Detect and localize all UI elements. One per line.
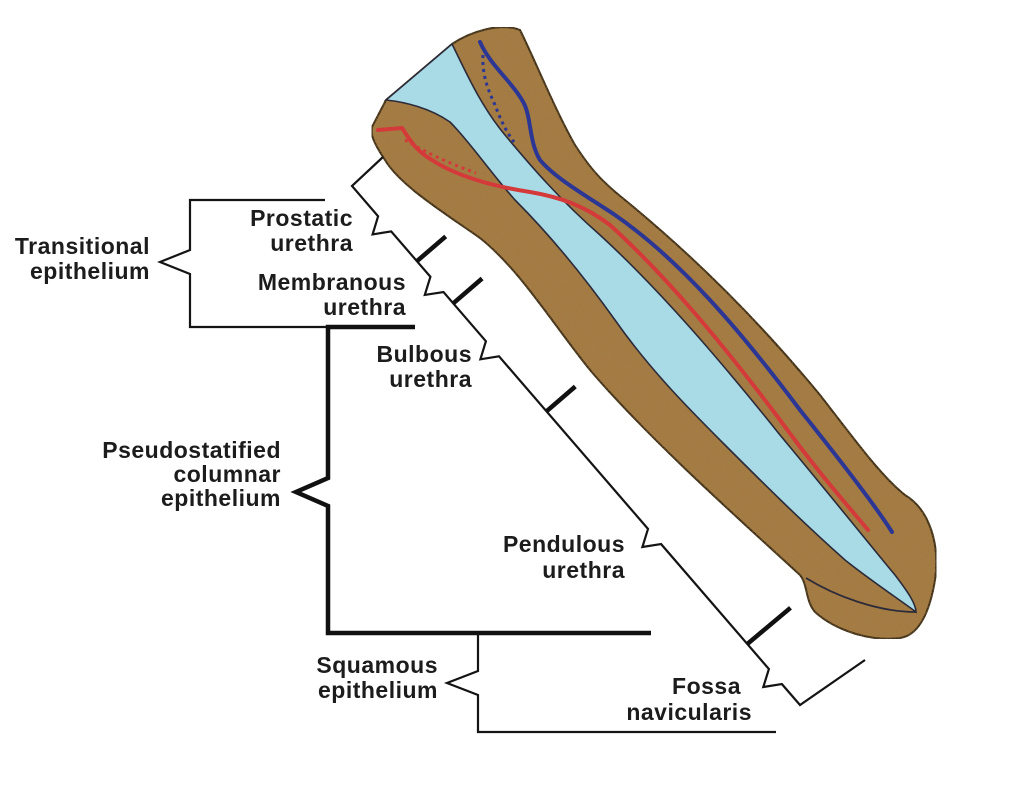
epithelium-brackets [157,198,776,734]
divider-pendulous-fossa [745,606,792,646]
divider-prostatic-membranous [415,234,448,263]
label-squamous-line1: Squamous [316,652,438,678]
label-pseudostratified-line3: epithelium [161,485,281,511]
divider-membranous-bulbous [451,276,484,306]
red-vessel [376,126,870,532]
label-bulbous-line1: Bulbous [377,341,473,367]
label-prostatic-line2: urethra [270,230,353,256]
label-transitional-line1: Transitional [15,233,150,259]
label-pseudostratified-line1: Pseudostatified [102,437,281,463]
epithelium-labels: Transitional epithelium Pseudostatified … [15,233,438,703]
label-pendulous-line2: urethra [542,557,625,583]
label-squamous-line2: epithelium [318,677,438,703]
squamous-bracket [443,633,776,734]
segment-bracket [350,156,866,707]
label-pendulous-line1: Pendulous [503,531,625,557]
blue-vessel [478,40,894,534]
transitional-bracket [157,198,415,329]
label-transitional-line2: epithelium [30,258,150,284]
glans-outline [805,577,917,613]
divider-bulbous-pendulous [545,384,577,414]
label-pseudostratified-line2: columnar [173,461,281,487]
blue-vessel-dotted [481,54,516,143]
label-prostatic-line1: Prostatic [250,205,353,231]
label-membranous-line1: Membranous [258,269,406,295]
urethra-illustration [370,26,938,640]
label-fossa-line2: navicularis [626,699,752,725]
segment-labels: Prostatic urethra Membranous urethra Bul… [250,205,752,725]
segment-bracket-line [350,156,866,707]
red-vessel-dotted [404,138,477,175]
pseudostratified-bracket [290,324,651,636]
label-bulbous-line2: urethra [389,366,472,392]
label-membranous-line2: urethra [323,294,406,320]
label-fossa-line1: Fossa [672,673,741,699]
urethra-lumen [384,42,917,614]
